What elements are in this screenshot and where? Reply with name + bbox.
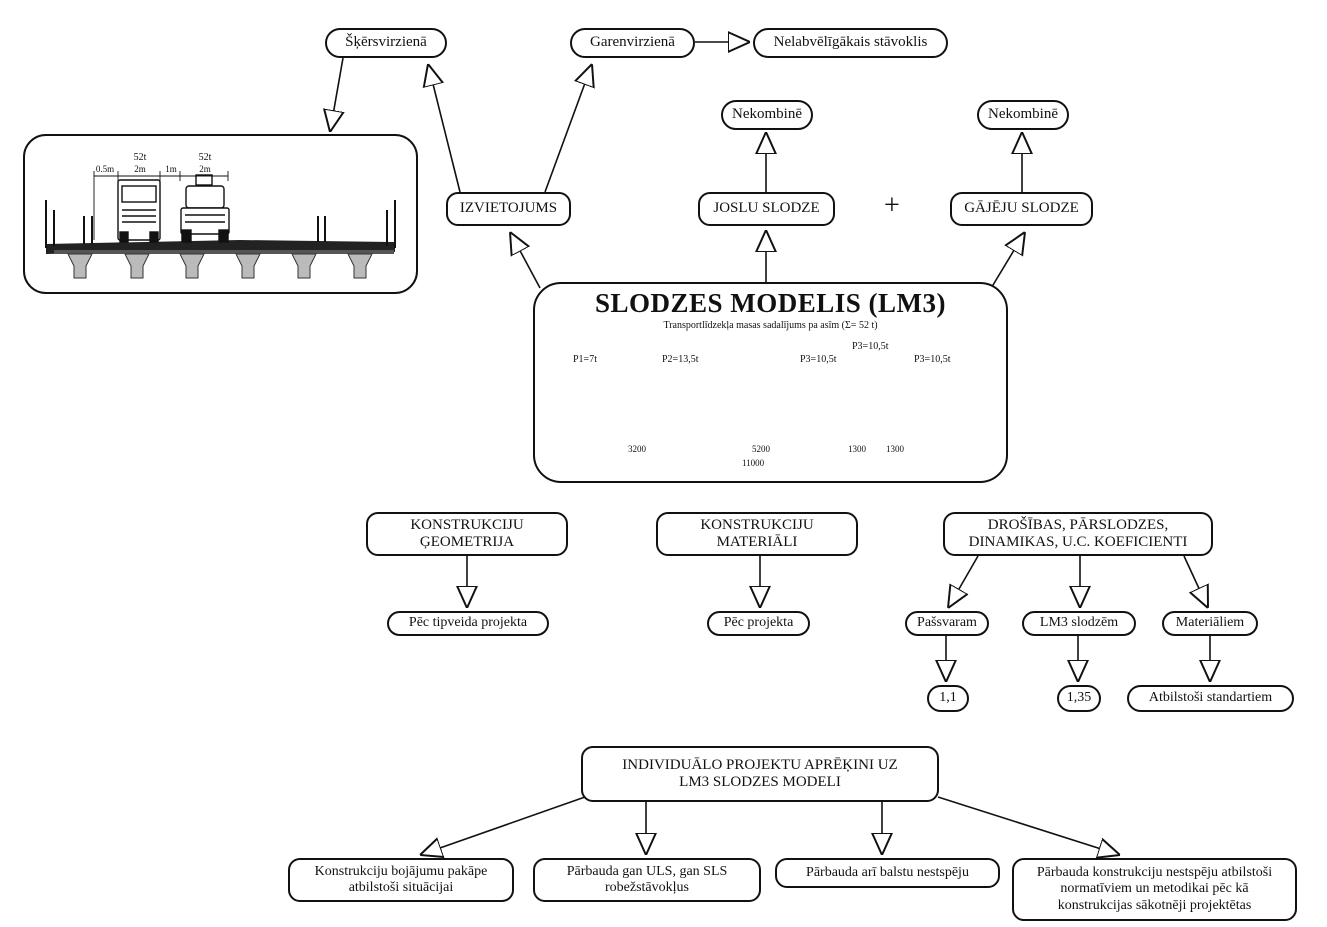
dim-offset: 0.5m	[96, 164, 114, 174]
factors-node: DROŠĪBAS, PĀRSLODZES, DINAMIKAS, U.C. KO…	[943, 512, 1213, 556]
transverse-node: Šķērsvirzienā	[325, 28, 447, 58]
arrow-lm3-ped	[989, 232, 1025, 291]
factor-self-value: 1,1	[927, 685, 969, 712]
arrow-factors-mat	[1183, 555, 1208, 608]
arrow-lm3-placement	[510, 232, 541, 289]
worst-state-label: Nelabvēlīgākais stāvoklis	[773, 34, 928, 51]
arrow-transverse-crosssection	[330, 57, 343, 132]
nocomb-ped-label: Nekombinē	[988, 106, 1058, 123]
factor-lm3-value-label: 1,35	[1066, 690, 1092, 706]
lane-load-label: JOSLU SLODZE	[713, 200, 820, 217]
factor-self-node: Pašsvaram	[905, 611, 989, 636]
axle-label-4: P3=10,5t	[852, 341, 889, 352]
worst-state-node: Nelabvēlīgākais stāvoklis	[753, 28, 948, 58]
materials-result-label: Pēc projekta	[723, 615, 794, 631]
nocomb-lane-label: Nekombinē	[732, 106, 802, 123]
arrow-placement-transverse	[428, 64, 461, 193]
factors-label: DROŠĪBAS, PĀRSLODZES, DINAMIKAS, U.C. KO…	[968, 516, 1188, 550]
factor-lm3-node: LM3 slodzēm	[1022, 611, 1136, 636]
lm3-title: SLODZES MODELIS (LM3)	[594, 288, 947, 318]
spacing-4: 1300	[886, 444, 904, 454]
factor-lm3-value: 1,35	[1057, 685, 1101, 712]
arrow-placement-longitudinal	[544, 64, 592, 193]
axle-label-3: P3=10,5t	[800, 354, 837, 365]
longitudinal-node: Garenvirzienā	[570, 28, 695, 58]
placement-node: IZVIETOJUMS	[446, 192, 571, 226]
nocomb-lane-node: Nekombinē	[721, 100, 813, 130]
lane-load-node: JOSLU SLODZE	[698, 192, 835, 226]
factor-mat-node: Materiāliem	[1162, 611, 1258, 636]
outcome-uls-sls: Pārbauda gan ULS, gan SLS robežstāvokļus	[533, 858, 761, 902]
outcome-capacity-label: Pārbauda konstrukciju nestspēju atbilsto…	[1036, 865, 1273, 913]
dim-width-1: 2m	[134, 164, 146, 174]
nocomb-ped-node: Nekombinē	[977, 100, 1069, 130]
factor-self-label: Pašsvaram	[917, 615, 977, 631]
geometry-result-label: Pēc tipveida projekta	[408, 615, 528, 631]
transverse-label: Šķērsvirzienā	[345, 34, 427, 51]
factor-mat-value: Atbilstoši standartiem	[1127, 685, 1294, 712]
placement-label: IZVIETOJUMS	[459, 200, 558, 217]
arrow-indiv-1	[420, 796, 586, 855]
geometry-node: KONSTRUKCIJU ĢEOMETRIJA	[366, 512, 568, 556]
outcome-capacity: Pārbauda konstrukciju nestspēju atbilsto…	[1012, 858, 1297, 921]
longitudinal-label: Garenvirzienā	[590, 34, 675, 51]
outcome-damage-label: Konstrukciju bojājumu pakāpe atbilstoši …	[314, 863, 488, 895]
arrow-factors-self	[948, 555, 979, 608]
outcome-damage: Konstrukciju bojājumu pakāpe atbilstoši …	[288, 858, 514, 902]
spacing-3: 1300	[848, 444, 866, 454]
ped-load-label: GĀJĒJU SLODZE	[964, 200, 1079, 217]
dim-load-1: 52t	[134, 152, 147, 163]
axle-label-2: P2=13,5t	[662, 354, 699, 365]
cross-section-drawing: 0.5m 52t 2m 1m 52t 2m	[23, 134, 418, 294]
lm3-subtitle: Transportlīdzekļa masas sadalījums pa as…	[663, 320, 878, 331]
factor-lm3-label: LM3 slodzēm	[1039, 615, 1119, 631]
outcome-uls-sls-label: Pārbauda gan ULS, gan SLS robežstāvokļus	[566, 863, 728, 895]
dim-width-2: 2m	[199, 164, 211, 174]
axle-label-1: P1=7t	[573, 354, 597, 365]
spacing-2: 5200	[752, 444, 770, 454]
individual-label: INDIVIDUĀLO PROJEKTU APRĒĶINI UZ LM3 SLO…	[622, 756, 898, 790]
factor-mat-label: Materiāliem	[1175, 615, 1245, 631]
spacing-1: 3200	[628, 444, 646, 454]
factor-self-value-label: 1,1	[939, 690, 957, 706]
geometry-result: Pēc tipveida projekta	[387, 611, 549, 636]
arrow-indiv-4	[937, 796, 1120, 855]
materials-node: KONSTRUKCIJU MATERIĀLI	[656, 512, 858, 556]
dim-load-2: 52t	[199, 152, 212, 163]
plus-sign: +	[884, 190, 900, 221]
outcome-supports: Pārbauda arī balstu nestspēju	[775, 858, 1000, 888]
materials-result: Pēc projekta	[707, 611, 810, 636]
lm3-model-box: SLODZES MODELIS (LM3) Transportlīdzekļa …	[533, 282, 1008, 483]
dim-gap: 1m	[165, 164, 177, 174]
axle-label-5: P3=10,5t	[914, 354, 951, 365]
individual-node: INDIVIDUĀLO PROJEKTU APRĒĶINI UZ LM3 SLO…	[581, 746, 939, 802]
geometry-label: KONSTRUKCIJU ĢEOMETRIJA	[410, 516, 524, 550]
ped-load-node: GĀJĒJU SLODZE	[950, 192, 1093, 226]
outcome-supports-label: Pārbauda arī balstu nestspēju	[806, 864, 969, 880]
total-length: 11000	[742, 458, 765, 468]
materials-label: KONSTRUKCIJU MATERIĀLI	[700, 516, 814, 550]
factor-mat-value-label: Atbilstoši standartiem	[1148, 690, 1273, 706]
